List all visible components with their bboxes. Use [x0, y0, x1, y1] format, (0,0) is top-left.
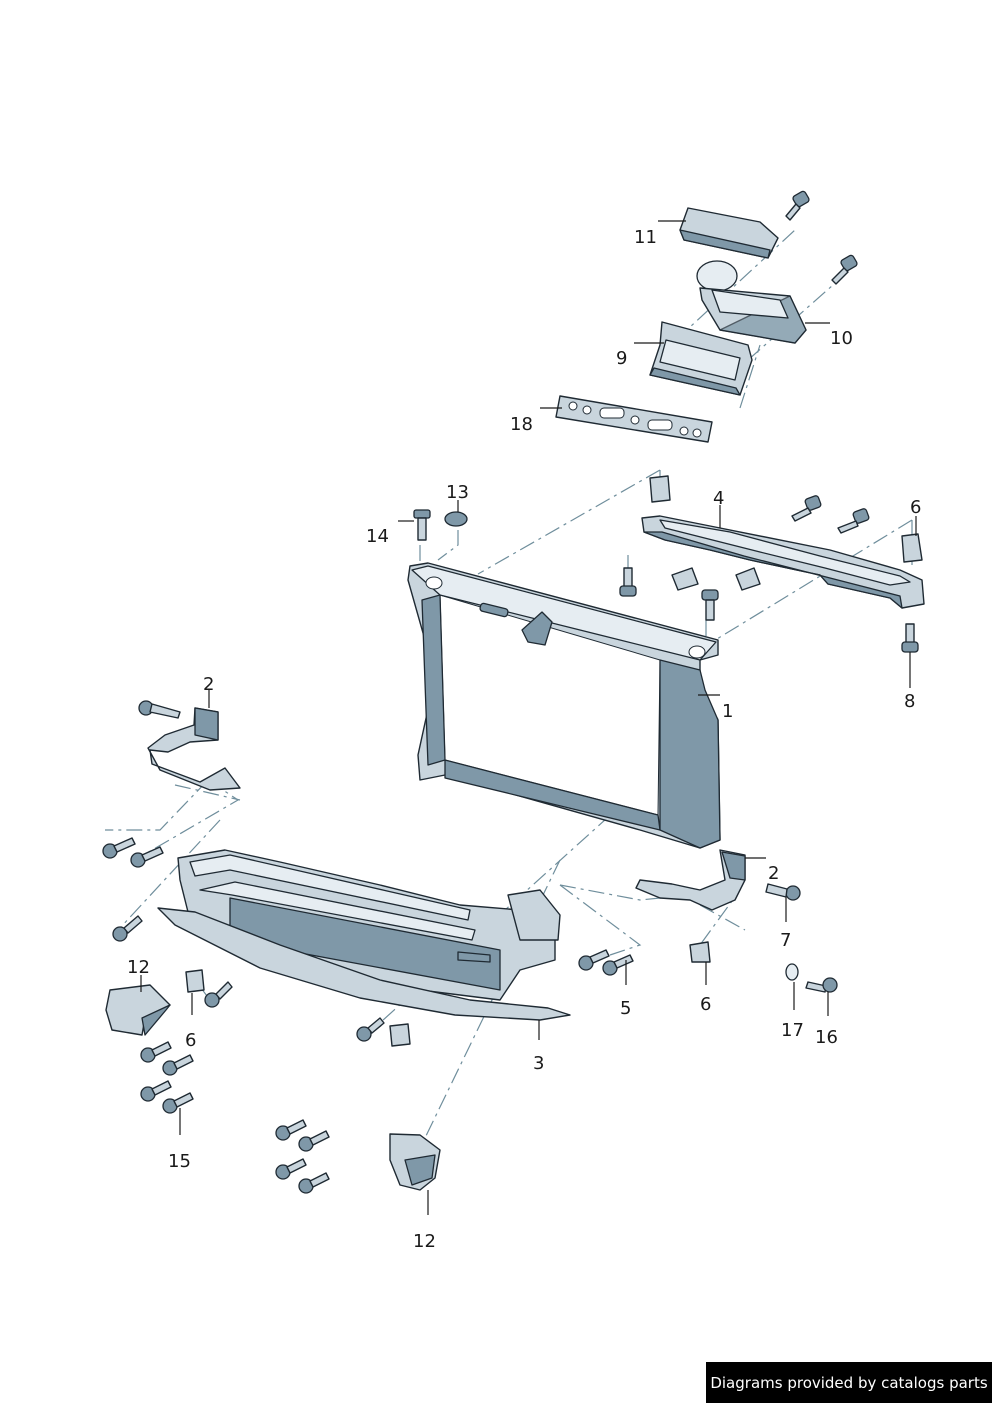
- callout-7: 7: [780, 930, 791, 951]
- screw-icon: [602, 954, 634, 976]
- clip-icon: [649, 475, 671, 503]
- bolt-icon: [138, 700, 181, 719]
- screw-icon: [791, 495, 822, 522]
- clip-icon: [901, 533, 923, 563]
- callout-6-right: 6: [700, 994, 711, 1015]
- callout-8: 8: [904, 691, 915, 712]
- bolt-icon: [701, 589, 719, 621]
- clip-icon: [671, 567, 699, 591]
- callout-5: 5: [620, 998, 631, 1019]
- part-2-left-bracket: [147, 707, 241, 791]
- part-3-bumper-reinforcement: [157, 849, 571, 1021]
- callout-6-left: 6: [185, 1030, 196, 1051]
- washer-icon: [444, 511, 799, 981]
- clip-icon: [689, 941, 711, 963]
- callout-labels: 11 10 9 18 13 14 4 6 8 1 2 2 7 5 6 17 16…: [127, 227, 921, 1252]
- part-1-lock-carrier: [407, 562, 721, 849]
- screw-icon: [837, 508, 870, 534]
- callout-13: 13: [446, 482, 469, 503]
- screw-cluster: [275, 1119, 330, 1194]
- part-2-right-bracket: [635, 849, 746, 911]
- bolt-icon: [901, 623, 919, 653]
- callout-12-left: 12: [127, 957, 150, 978]
- bolt-icon: [765, 883, 801, 901]
- clip-icon: [389, 1023, 411, 1047]
- callout-11: 11: [634, 227, 657, 248]
- callout-18: 18: [510, 414, 533, 435]
- callout-3: 3: [533, 1053, 544, 1074]
- screw-cluster-15: [140, 1041, 194, 1114]
- callout-17: 17: [781, 1020, 804, 1041]
- clip-icon: [735, 567, 761, 591]
- bolt-icon: [619, 567, 637, 597]
- bolt-icon: [413, 509, 431, 541]
- part-11-air-guide-cover: [679, 207, 779, 259]
- bolt-icon: [805, 977, 838, 993]
- screw-icon: [785, 190, 810, 221]
- callout-16: 16: [815, 1027, 838, 1048]
- callout-9: 9: [616, 348, 627, 369]
- screw-icon: [831, 254, 858, 285]
- callout-10: 10: [830, 328, 853, 349]
- catalog-credit-badge: Diagrams provided by catalogs parts: [706, 1362, 992, 1403]
- part-12-cover-left: [105, 984, 171, 1036]
- callout-15: 15: [168, 1151, 191, 1172]
- screw-icon: [578, 949, 610, 971]
- part-12-cover-lower: [389, 1133, 441, 1191]
- part-10-air-duct: [696, 260, 807, 344]
- catalog-credit-text: Diagrams provided by catalogs parts: [710, 1373, 988, 1392]
- callout-12-lower: 12: [413, 1231, 436, 1252]
- part-4-cross-member: [641, 515, 925, 609]
- screw-icon: [356, 1017, 385, 1042]
- screw-icon: [204, 981, 233, 1008]
- callout-1: 1: [722, 701, 733, 722]
- clip-icon: [185, 969, 205, 993]
- callout-2-right: 2: [768, 863, 779, 884]
- screw-icon: [102, 837, 136, 859]
- part-18-seal-plate: [555, 395, 713, 443]
- part-9-air-guide: [649, 321, 753, 396]
- callout-6-top: 6: [910, 497, 921, 518]
- leader-lines: [140, 220, 917, 1215]
- callout-14: 14: [366, 526, 389, 547]
- screw-icon: [112, 915, 143, 942]
- callout-4: 4: [713, 488, 724, 509]
- callout-2-left: 2: [203, 674, 214, 695]
- screw-icon: [130, 846, 164, 868]
